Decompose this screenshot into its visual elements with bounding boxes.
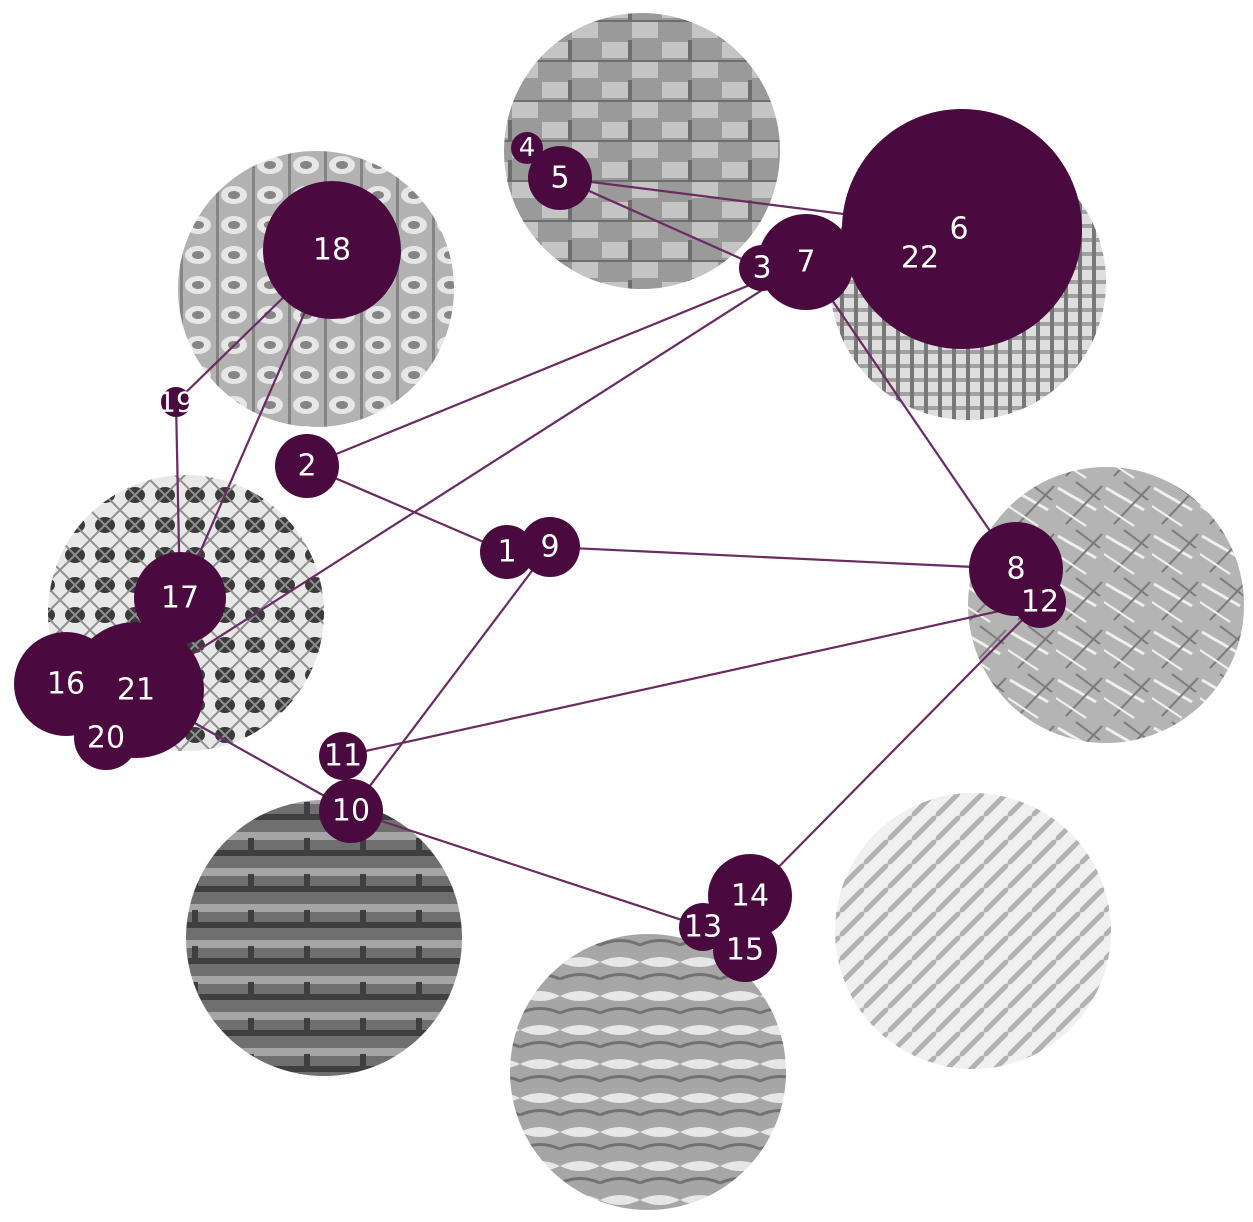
edge-5-3 xyxy=(559,176,763,270)
node-label-17: 17 xyxy=(161,581,199,616)
node-label-19: 19 xyxy=(158,386,194,419)
node-9 xyxy=(520,517,580,577)
node-label-11: 11 xyxy=(324,739,362,774)
node-22 xyxy=(886,224,954,292)
node-13 xyxy=(679,903,727,951)
node-5 xyxy=(528,146,592,210)
node-14 xyxy=(708,854,792,938)
node-15 xyxy=(713,918,777,982)
node-label-20: 20 xyxy=(87,721,125,756)
node-20 xyxy=(74,706,138,770)
node-label-9: 9 xyxy=(540,530,559,565)
node-4 xyxy=(511,132,543,164)
node-1 xyxy=(480,525,534,579)
node-7 xyxy=(758,214,854,310)
node-label-6: 6 xyxy=(949,212,968,247)
node-label-18: 18 xyxy=(313,233,351,268)
node-label-16: 16 xyxy=(47,667,85,702)
twill-weave-texture-disc xyxy=(835,793,1111,1069)
node-label-5: 5 xyxy=(550,161,569,196)
node-11 xyxy=(319,732,367,780)
node-12 xyxy=(1014,576,1066,628)
dark-basket-weave-texture-disc xyxy=(186,800,462,1076)
node-label-1: 1 xyxy=(497,535,516,570)
node-label-13: 13 xyxy=(684,910,722,945)
satin-weave-texture-disc xyxy=(510,934,786,1210)
node-6 xyxy=(842,109,1082,349)
node-label-2: 2 xyxy=(297,449,316,484)
node-3 xyxy=(739,245,785,291)
edge-11-12 xyxy=(342,600,1041,758)
node-label-8: 8 xyxy=(1006,552,1025,587)
edge-9-10 xyxy=(350,546,551,812)
node-18 xyxy=(263,181,401,319)
edge-10-13 xyxy=(350,809,704,929)
edge-7-8 xyxy=(805,261,1017,570)
edge-2-1 xyxy=(306,464,508,554)
basket-weave-texture-disc xyxy=(504,13,780,289)
node-label-3: 3 xyxy=(752,251,771,286)
node-label-14: 14 xyxy=(731,879,769,914)
node-19 xyxy=(161,387,191,417)
edge-21-7 xyxy=(135,261,807,691)
node-label-22: 22 xyxy=(901,241,939,276)
edge-2-7 xyxy=(306,260,807,468)
node-17 xyxy=(134,552,226,644)
node-label-12: 12 xyxy=(1021,585,1059,620)
edge-12-14 xyxy=(749,601,1041,897)
node-label-4: 4 xyxy=(519,133,536,163)
node-10 xyxy=(319,779,383,843)
node-label-10: 10 xyxy=(332,794,370,829)
node-label-15: 15 xyxy=(726,933,764,968)
node-label-7: 7 xyxy=(796,245,815,280)
node-2 xyxy=(275,434,339,498)
node-label-21: 21 xyxy=(117,673,155,708)
edge-9-8 xyxy=(549,545,1017,571)
